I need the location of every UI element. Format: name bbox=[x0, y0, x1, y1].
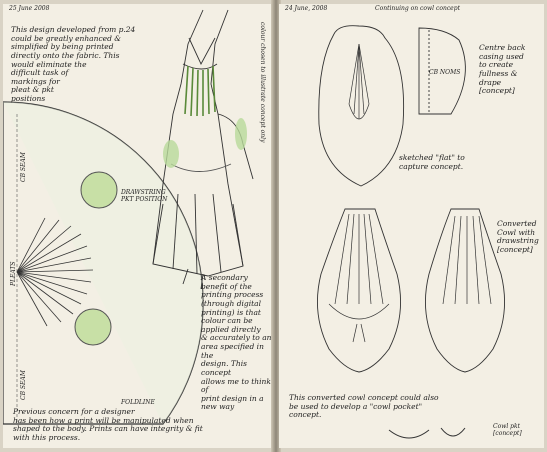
pleats-label: PLEATS bbox=[11, 261, 18, 286]
design-note: This design developed from p.24 could be… bbox=[11, 26, 171, 104]
converted-cowl-note: Converted Cowl with drawstring [concept] bbox=[497, 220, 545, 255]
drawstring-pocket-bottom bbox=[75, 309, 111, 345]
right-page: 24 June, 2008 Continuing on cowl concept… bbox=[279, 4, 544, 448]
gathered-flat-sketch bbox=[319, 26, 404, 186]
dress-green-wash-right bbox=[235, 118, 247, 150]
right-header-title: Continuing on cowl concept bbox=[375, 6, 460, 13]
foldline-label: FOLDLINE bbox=[121, 400, 155, 407]
cowl-pocket-label: Cowl pkt [concept] bbox=[493, 424, 543, 438]
right-header-date: 24 June, 2008 bbox=[285, 6, 327, 13]
dress-green-wash-left bbox=[163, 140, 179, 168]
cb-channel-label: CB NOMS bbox=[429, 70, 460, 77]
centre-back-note: Centre back casing used to create fullne… bbox=[479, 44, 541, 96]
left-header-date: 25 June 2008 bbox=[9, 6, 49, 13]
left-page: 25 June 2008 This design developed from … bbox=[3, 4, 273, 448]
drawstring-label: DRAWSTRING PKT POSITION bbox=[121, 190, 167, 204]
bottom-note-right: This converted cowl concept could also b… bbox=[289, 394, 519, 420]
secondary-benefit-note: A secondary benefit of the printing proc… bbox=[201, 274, 276, 412]
cb-seam-bottom-label: CB SEAM bbox=[21, 370, 28, 400]
drawstring-pocket-top bbox=[81, 172, 117, 208]
colour-note: colour chosen to illustrate concept only bbox=[258, 22, 265, 142]
cowl-pocket-arc-left bbox=[389, 430, 429, 438]
cowl-flat-sketch bbox=[317, 209, 400, 372]
sketched-note: sketched "flat" to capture concept. bbox=[399, 154, 529, 171]
converted-cowl-sketch bbox=[425, 209, 504, 372]
cb-seam-top-label: CB SEAM bbox=[21, 152, 28, 182]
bottom-note: Previous concern for a designer has been… bbox=[13, 408, 275, 443]
cowl-pocket-arc-right bbox=[441, 428, 465, 436]
